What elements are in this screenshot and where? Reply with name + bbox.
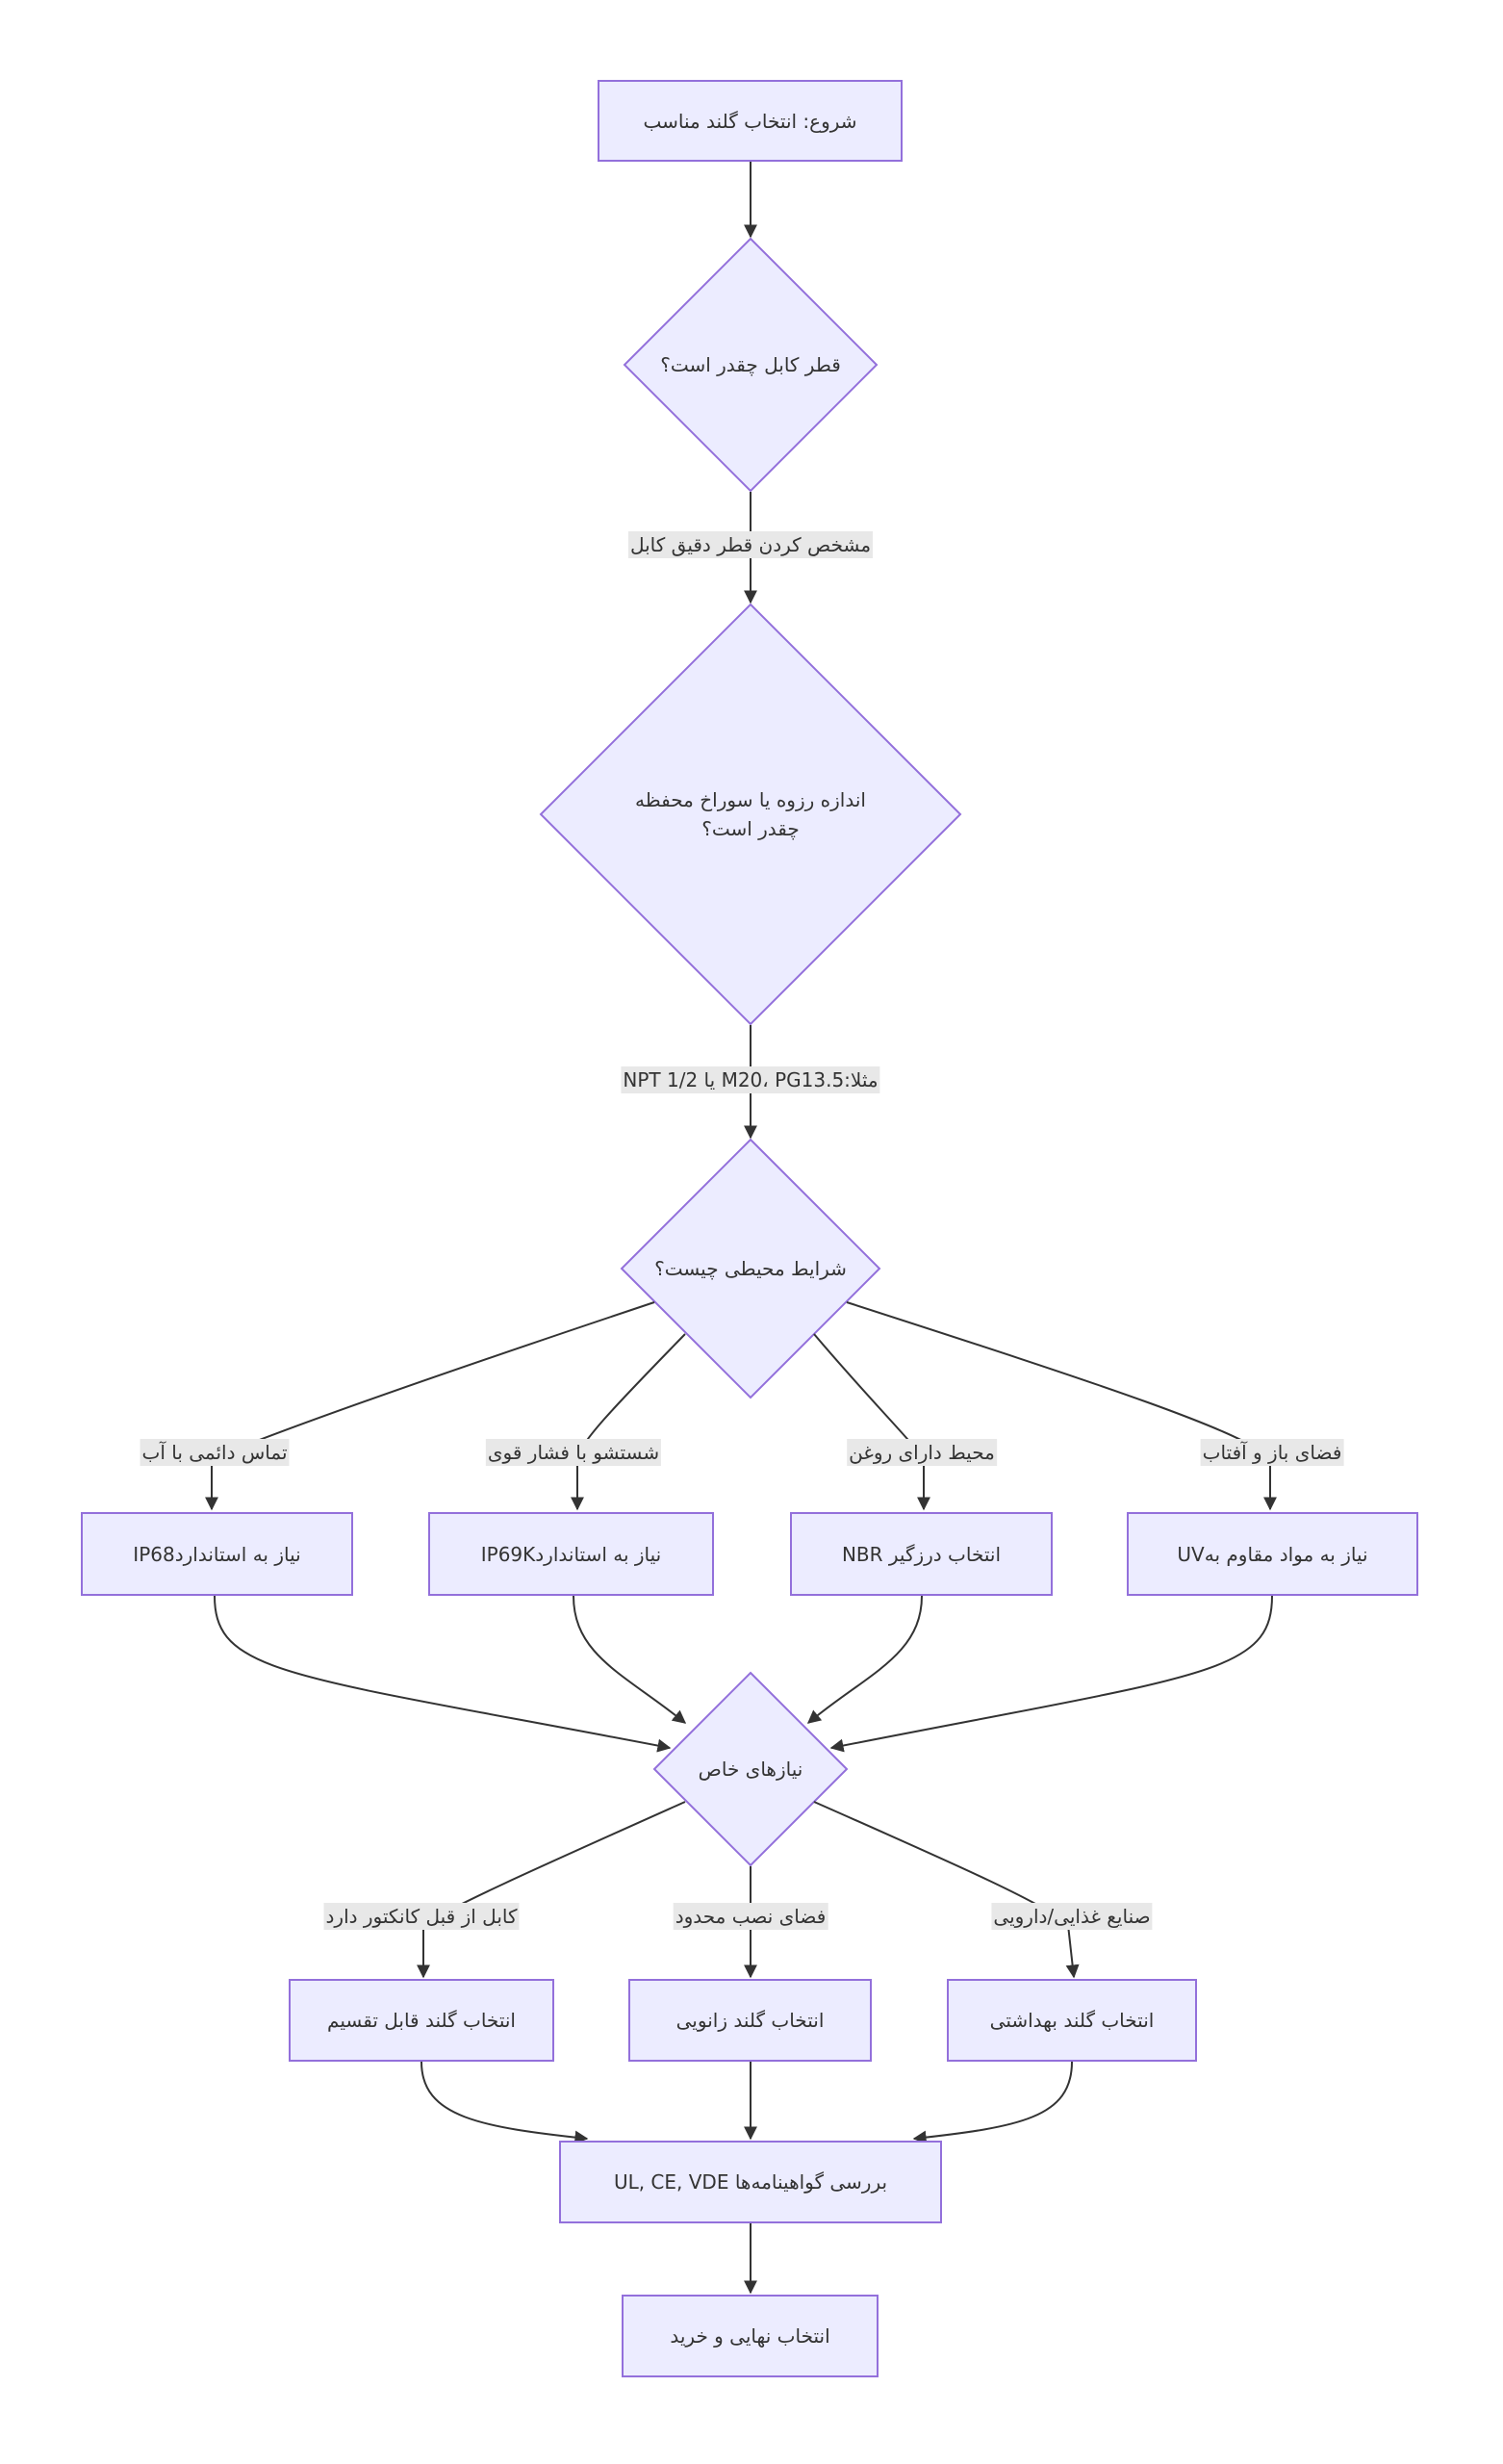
edge-special-to-hygienic [813, 1801, 1080, 1979]
node-ip69k-label: نیاز به استانداردIP69K [480, 1542, 662, 1566]
node-split-gland: انتخاب گلند قابل تقسیم [289, 1979, 554, 2062]
node-ip69k: نیاز به استانداردIP69K [428, 1512, 714, 1596]
node-certifications-label: بررسی گواهینامه‌ها UL, CE, VDE [613, 2170, 888, 2194]
edge-label-food-pharma: صنایع غذایی/دارویی [991, 1903, 1153, 1930]
edge-env-to-nbr [813, 1333, 930, 1511]
edge-env-to-ip69k [571, 1333, 686, 1511]
node-nbr-label: انتخاب درزگیر NBR [841, 1542, 1002, 1566]
node-final-label: انتخاب نهایی و خرید [670, 2324, 830, 2348]
diamond-thread-size [539, 603, 962, 1026]
edge-uv-to-special [829, 1595, 1273, 1753]
node-final: انتخاب نهایی و خرید [622, 2295, 879, 2377]
edge-ip69k-to-special [573, 1595, 687, 1724]
diamond-special-needs [652, 1671, 849, 1867]
node-certifications: بررسی گواهینامه‌ها UL, CE, VDE [559, 2141, 942, 2223]
diamond-environment [620, 1138, 881, 1399]
diamond-special-needs-text: نیازهای خاص [664, 1740, 837, 1798]
diamond-thread-size-label: اندازه رزوه یا سوراخ محفظه چقدر است؟ [635, 788, 866, 840]
node-start: شروع: انتخاب گلند مناسب [598, 80, 903, 162]
edge-nbr-to-special [806, 1595, 923, 1724]
node-ip68-label: نیاز به استانداردIP68 [133, 1542, 301, 1566]
edge-label-washdown: شستشو با فشار قوی [485, 1439, 662, 1466]
diamond-special-needs-label: نیازهای خاص [698, 1758, 803, 1781]
diamond-environment-text: شرایط محیطی چیست؟ [635, 1240, 866, 1297]
diamond-cable-diameter-text: قطر کابل چقدر است؟ [635, 336, 866, 394]
edge-ip68-to-special [214, 1595, 672, 1753]
edge-label-limited-space: فضای نصب محدود [673, 1903, 828, 1930]
edge-label-diameter-to-thread: مشخص کردن قطر دقیق کابل [627, 531, 874, 558]
node-elbow-gland: انتخاب گلند زانویی [628, 1979, 872, 2062]
edge-label-oil: محیط دارای روغن [847, 1439, 997, 1466]
node-nbr: انتخاب درزگیر NBR [790, 1512, 1053, 1596]
edge-split-to-certs [420, 2061, 589, 2144]
node-start-label: شروع: انتخاب گلند مناسب [643, 109, 857, 133]
node-hygienic-gland-label: انتخاب گلند بهداشتی [989, 2009, 1155, 2032]
diamond-environment-label: شرایط محیطی چیست؟ [654, 1257, 847, 1280]
edge-label-water: تماس دائمی با آب [140, 1439, 290, 1466]
node-uv-label: نیاز به مواد مقاوم بهUV [1177, 1542, 1368, 1566]
node-ip68: نیاز به استانداردIP68 [81, 1512, 353, 1596]
edge-hygienic-to-certs [912, 2061, 1073, 2144]
node-uv: نیاز به مواد مقاوم بهUV [1127, 1512, 1418, 1596]
edge-label-connector: کابل از قبل کانکتور دارد [323, 1903, 520, 1930]
edge-label-outdoor: فضای باز و آفتاب [1200, 1439, 1344, 1466]
edge-env-to-uv [846, 1301, 1277, 1511]
edge-label-thread-to-env: مثلا:M20، PG13.5 یا NPT 1/2 [621, 1066, 880, 1093]
node-hygienic-gland: انتخاب گلند بهداشتی [947, 1979, 1197, 2062]
diamond-thread-size-text: اندازه رزوه یا سوراخ محفظه چقدر است؟ [597, 776, 904, 853]
edge-env-to-ip68 [205, 1301, 655, 1511]
node-split-gland-label: انتخاب گلند قابل تقسیم [327, 2009, 516, 2032]
node-elbow-gland-label: انتخاب گلند زانویی [675, 2009, 825, 2032]
diamond-cable-diameter [623, 237, 879, 493]
edge-special-to-split [417, 1801, 686, 1979]
diamond-cable-diameter-label: قطر کابل چقدر است؟ [660, 353, 841, 376]
